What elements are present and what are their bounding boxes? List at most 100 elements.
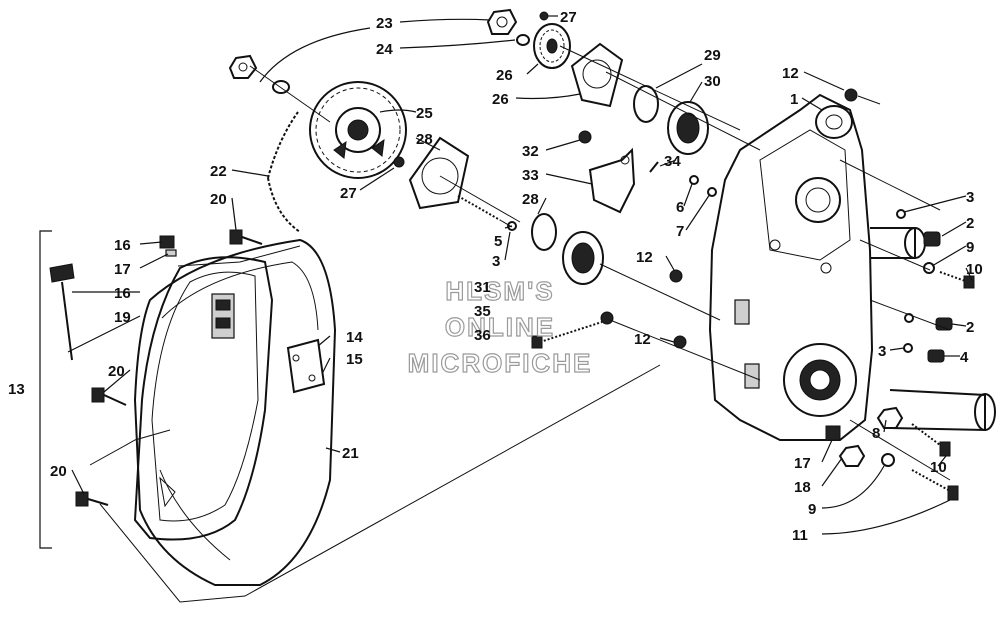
nut-left-24 <box>228 54 258 79</box>
callout-30: 30 <box>704 73 721 90</box>
large-sprocket <box>309 81 407 179</box>
callout-5: 5 <box>494 233 502 250</box>
callout-35: 35 <box>474 303 491 320</box>
callout-2: 2 <box>966 215 974 232</box>
bolt-10-upper <box>939 271 975 289</box>
callout-12: 12 <box>634 331 651 348</box>
callout-2: 2 <box>966 319 974 336</box>
callout-18: 18 <box>794 479 811 496</box>
washer-7 <box>707 187 717 197</box>
callout-11: 11 <box>792 527 808 544</box>
spacer-17 <box>825 425 841 441</box>
nut-35 <box>600 311 614 325</box>
bolt-2-upper <box>923 231 941 247</box>
callout-6: 6 <box>676 199 684 216</box>
spring-5 <box>457 195 513 228</box>
nut-18 <box>838 444 866 467</box>
callout-21: 21 <box>342 445 359 462</box>
callout-12: 12 <box>782 65 799 82</box>
nut-32 <box>578 130 592 144</box>
nut-12-mid <box>669 269 683 283</box>
bearing-plate-mid <box>408 136 470 210</box>
callout-36: 36 <box>474 327 491 344</box>
callout-34: 34 <box>664 153 681 170</box>
washer-3-b <box>904 313 914 323</box>
nut-12-top <box>844 88 858 102</box>
callout-23: 23 <box>376 15 393 32</box>
callout-3: 3 <box>878 343 886 360</box>
callout-3: 3 <box>966 189 974 206</box>
washer-24 <box>272 80 290 94</box>
callout-13: 13 <box>8 381 25 398</box>
callout-27: 27 <box>560 9 577 26</box>
callout-24: 24 <box>376 41 393 58</box>
bearing-31 <box>562 231 604 285</box>
chaincase-housing <box>708 93 874 441</box>
chaincase-cover <box>133 238 337 586</box>
washer-17 <box>165 249 177 257</box>
bolt-20-top <box>229 229 263 245</box>
tensioner-bracket <box>588 147 636 214</box>
callout-20: 20 <box>108 363 125 380</box>
washer-9-upper <box>923 262 935 274</box>
callout-28: 28 <box>416 131 433 148</box>
callout-25: 25 <box>416 105 433 122</box>
callout-29: 29 <box>704 47 721 64</box>
cover-gasket <box>133 256 274 541</box>
bearing-plate-top <box>570 42 624 108</box>
lower-shaft <box>889 389 996 432</box>
callout-15: 15 <box>346 351 363 368</box>
washer-9-lower <box>881 453 895 467</box>
drive-chain <box>267 111 301 233</box>
callout-17: 17 <box>114 261 131 278</box>
callout-16: 16 <box>114 285 131 302</box>
seal-28 <box>531 213 557 251</box>
callout-20: 20 <box>50 463 67 480</box>
assembly-lines <box>89 45 951 603</box>
callout-16: 16 <box>114 237 131 254</box>
callout-26: 26 <box>492 91 509 108</box>
callout-27: 27 <box>340 185 357 202</box>
nut-16 <box>159 235 175 249</box>
callout-3: 3 <box>492 253 500 270</box>
nut-27-top <box>539 11 549 21</box>
callout-7: 7 <box>676 223 684 240</box>
callout-19: 19 <box>114 309 131 326</box>
washer-3-a <box>896 209 906 219</box>
bolt-34 <box>649 161 659 173</box>
callout-10: 10 <box>930 459 947 476</box>
bolt-11 <box>911 469 959 501</box>
watermark-line-3: MICROFICHE <box>408 348 593 378</box>
callout-26: 26 <box>496 67 513 84</box>
washer-3-d <box>507 221 517 231</box>
callout-33: 33 <box>522 167 539 184</box>
bolt-36 <box>531 321 603 349</box>
nut-8 <box>876 406 904 429</box>
small-sprocket <box>533 23 571 69</box>
callout-28: 28 <box>522 191 539 208</box>
group-13-bracket <box>39 230 52 549</box>
watermark-line-1: HLSM'S <box>445 276 554 306</box>
bearing-30 <box>667 101 709 155</box>
nut-23 <box>486 8 518 35</box>
inspection-plate <box>286 338 326 394</box>
callout-31: 31 <box>474 279 491 296</box>
callout-8: 8 <box>872 425 880 442</box>
bolt-4 <box>927 349 945 363</box>
housing-boss <box>815 105 853 139</box>
callout-4: 4 <box>960 349 969 366</box>
seal-29 <box>633 85 659 123</box>
dipstick <box>49 263 75 361</box>
callout-20: 20 <box>210 191 227 208</box>
callout-9: 9 <box>808 501 816 518</box>
callout-14: 14 <box>346 329 363 346</box>
watermark-line-2: ONLINE <box>445 312 555 342</box>
washer-6 <box>689 175 699 185</box>
callout-17: 17 <box>794 455 811 472</box>
callout-22: 22 <box>210 163 227 180</box>
callout-12: 12 <box>636 249 653 266</box>
callout-9: 9 <box>966 239 974 256</box>
callout-10: 10 <box>966 261 983 278</box>
callout-1: 1 <box>790 91 798 108</box>
